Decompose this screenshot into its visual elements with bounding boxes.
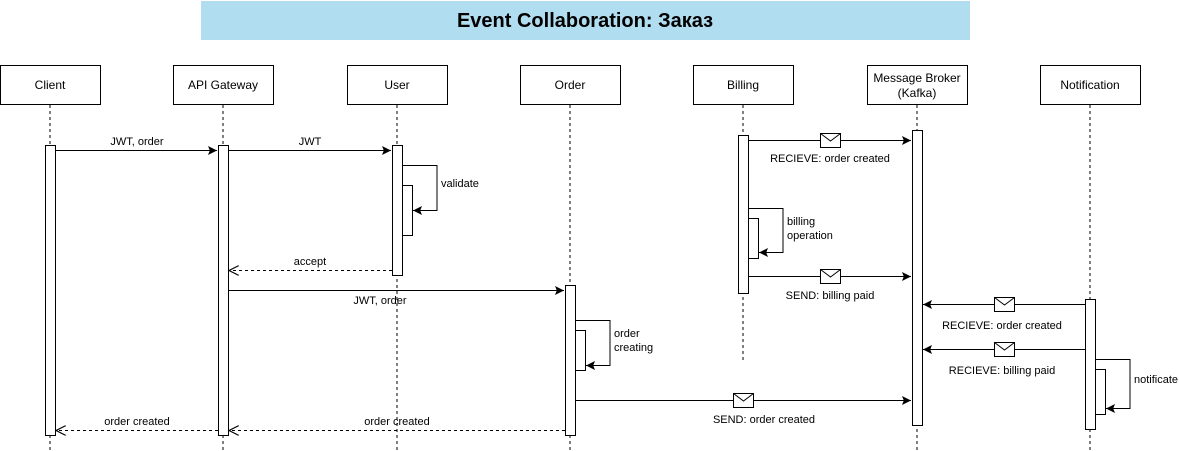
self-call-label: validate — [441, 178, 479, 190]
activation-billing-operation — [748, 218, 759, 259]
message-label: RECIEVE: order created — [942, 320, 1062, 332]
participant-label: Order — [555, 78, 586, 92]
activation-broker — [912, 130, 923, 426]
message-label: RECIEVE: billing paid — [949, 365, 1055, 377]
participant-api-gateway: API Gateway — [173, 65, 274, 105]
self-call-validate — [403, 165, 438, 215]
participant-label: User — [384, 78, 409, 92]
message-label: JWT — [299, 136, 322, 148]
participant-label: Client — [35, 78, 66, 92]
self-call-label: order — [614, 328, 640, 340]
message-label: order created — [364, 416, 429, 428]
activation-billing — [738, 135, 749, 294]
message-label: order created — [104, 416, 169, 428]
self-call-notificate — [1096, 359, 1131, 413]
diagram-title: Event Collaboration: Заказ — [201, 1, 970, 40]
message-label: SEND: billing paid — [786, 290, 875, 302]
activation-gateway — [218, 145, 229, 436]
self-call-label: operation — [787, 230, 833, 242]
participant-notification: Notification — [1040, 65, 1141, 105]
self-call-billing-operation — [749, 208, 784, 257]
envelope-icon — [994, 342, 1015, 357]
activation-order-creating — [575, 330, 586, 371]
activation-user-validate — [402, 185, 413, 236]
participant-label: Billing — [727, 78, 759, 92]
activation-notification — [1085, 299, 1096, 430]
self-call-order-creating — [576, 320, 611, 370]
envelope-icon — [733, 393, 754, 408]
participant-client: Client — [0, 65, 101, 105]
participant-user: User — [347, 65, 448, 105]
participant-label-line2: (Kafka) — [898, 86, 937, 100]
message-label: SEND: order created — [713, 414, 815, 426]
participant-billing: Billing — [693, 65, 794, 105]
message-label: accept — [294, 256, 326, 268]
envelope-icon — [820, 133, 841, 148]
title-text: Event Collaboration: Заказ — [457, 10, 713, 32]
activation-order — [565, 285, 576, 436]
participant-message-broker: Message Broker (Kafka) — [867, 65, 968, 105]
envelope-icon — [994, 297, 1015, 312]
message-label: RECIEVE: order created — [770, 153, 890, 165]
self-call-label: creating — [614, 342, 653, 354]
participant-order: Order — [520, 65, 621, 105]
envelope-icon — [820, 269, 841, 284]
participant-label-line1: Message Broker — [873, 71, 960, 85]
participant-label: Notification — [1060, 78, 1119, 92]
activation-notification-notificate — [1095, 369, 1106, 415]
self-call-label: billing — [787, 216, 815, 228]
message-label: JWT, order — [353, 295, 407, 307]
title-background — [201, 1, 970, 40]
self-call-label: notificate — [1134, 374, 1178, 386]
message-label: JWT, order — [110, 136, 164, 148]
participant-label: API Gateway — [188, 78, 258, 92]
activation-user — [392, 145, 403, 276]
activation-client — [45, 145, 56, 436]
